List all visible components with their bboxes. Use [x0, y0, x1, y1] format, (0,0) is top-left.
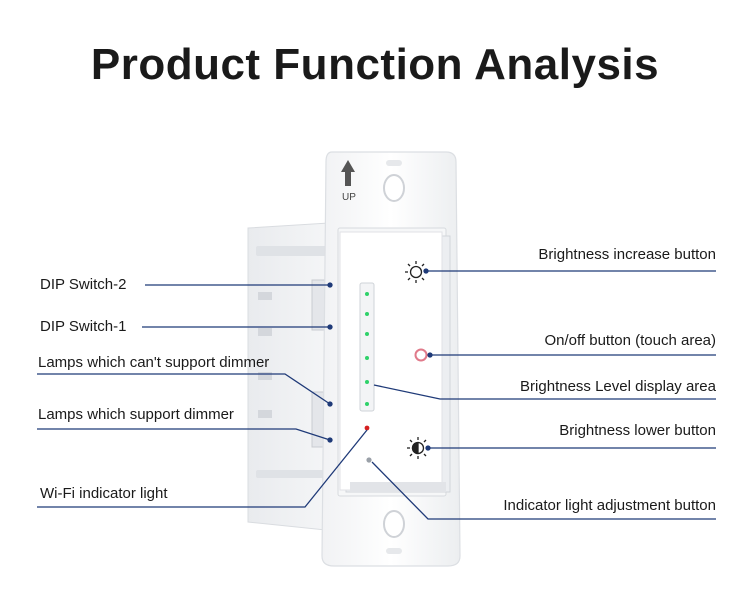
indicator-adjust-dot	[366, 457, 372, 463]
label-indicator-adjust: Indicator light adjustment button	[503, 497, 716, 514]
brightness-level-display	[359, 282, 375, 412]
onoff-touch-ring	[414, 348, 428, 362]
label-lamps-no-dimmer: Lamps which can't support dimmer	[38, 354, 270, 371]
up-label: UP	[342, 192, 356, 203]
label-onoff-button: On/off button (touch area)	[544, 332, 717, 349]
label-brightness-increase: Brightness increase button	[538, 246, 716, 263]
label-wifi-indicator: Wi-Fi indicator light	[40, 485, 168, 502]
switch-face-frame	[337, 227, 451, 497]
label-brightness-lower: Brightness lower button	[559, 422, 716, 439]
label-dip-switch-2: DIP Switch-2	[40, 276, 127, 293]
wifi-indicator-led	[364, 425, 370, 431]
page-title: Product Function Analysis	[90, 40, 660, 89]
leader-lines	[37, 268, 716, 520]
label-lamps-dimmer: Lamps which support dimmer	[38, 406, 234, 423]
up-arrow-icon	[341, 160, 355, 186]
label-brightness-level: Brightness Level display area	[520, 378, 716, 395]
label-dip-switch-1: DIP Switch-1	[40, 318, 127, 335]
